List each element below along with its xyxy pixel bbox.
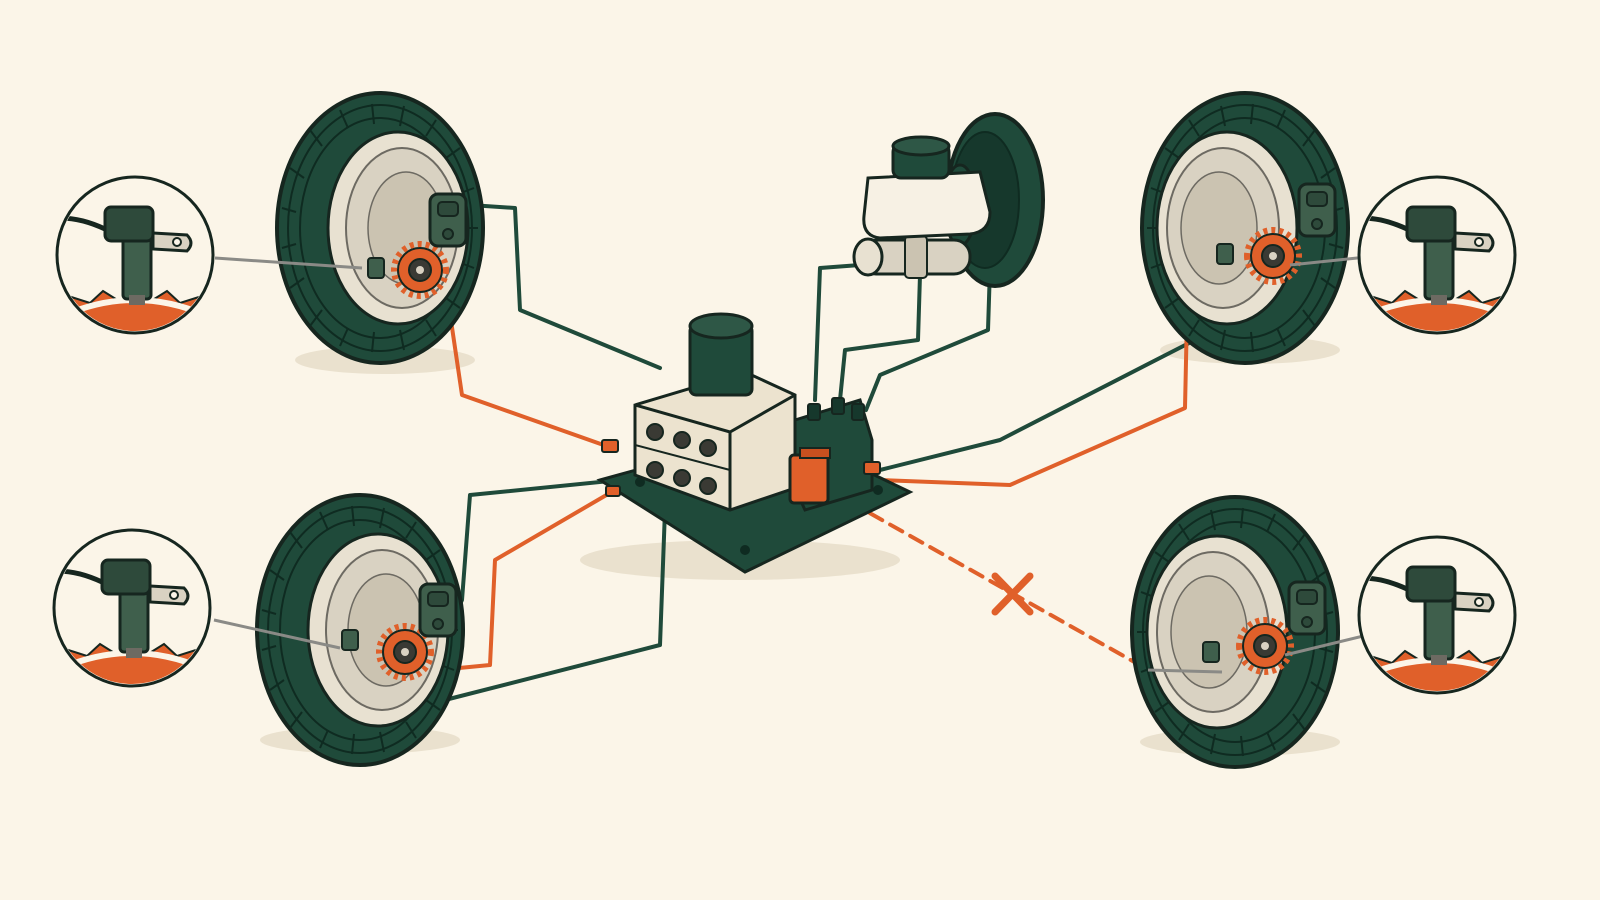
line-master-to-abs-2 (838, 273, 922, 402)
wheel-speed-sensor-icon (367, 257, 385, 279)
line-booster-to-abs (864, 266, 992, 412)
wheel-front-left (275, 91, 485, 365)
line-front-right-hydraulic (878, 338, 1197, 472)
abs-modulator-unit (596, 312, 914, 574)
wheel-speed-sensor-icon (341, 629, 359, 651)
wheel-rear-right (1130, 495, 1340, 769)
line-rear-left-hydraulic-2 (443, 508, 667, 702)
wire-rear-right-sensor-broken (848, 500, 1147, 670)
wheel-speed-sensor-icon (1202, 641, 1220, 663)
callout-sensor-front-right (1352, 177, 1517, 345)
callout-sensor-rear-left (47, 530, 212, 698)
x-mark-icon (991, 572, 1034, 616)
wheel-rear-left (255, 493, 465, 767)
callout-sensor-rear-right (1352, 537, 1517, 705)
master-cylinder (852, 135, 992, 279)
line-front-left-hydraulic (468, 203, 662, 370)
callout-sensor-front-left (50, 177, 215, 345)
line-master-to-abs-1 (813, 263, 862, 402)
wheel-speed-sensor-icon (1216, 243, 1234, 265)
wheel-front-right (1140, 91, 1350, 365)
